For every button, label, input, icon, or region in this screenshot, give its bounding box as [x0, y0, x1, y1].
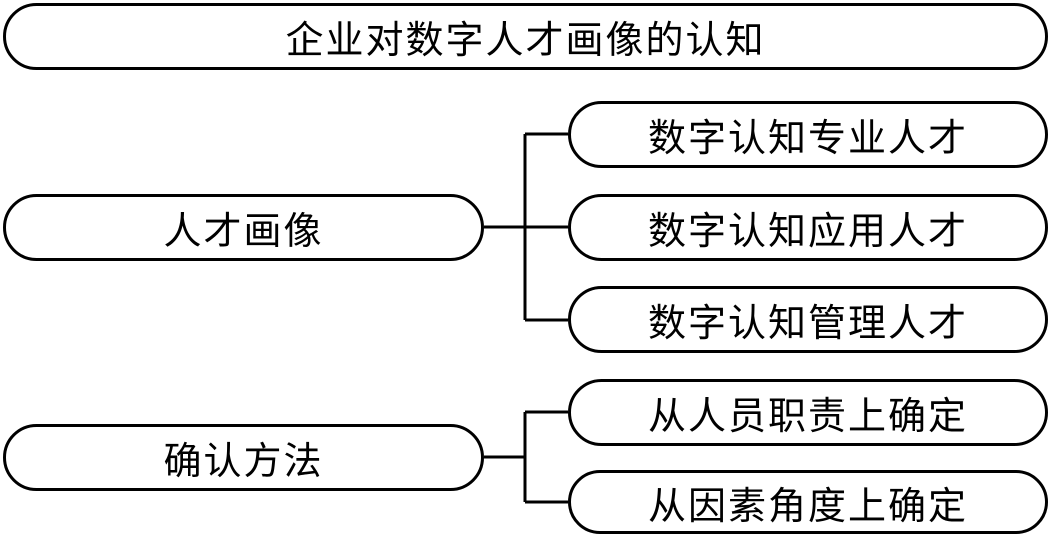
group-node-confirmation-method: 确认方法	[3, 424, 484, 491]
child-label: 数字认知管理人才	[647, 301, 968, 345]
child-label: 数字认知专业人才	[647, 116, 968, 160]
child-node-management-talent: 数字认知管理人才	[568, 286, 1048, 353]
child-node-by-job-duties: 从人员职责上确定	[568, 379, 1048, 446]
child-label: 数字认知应用人才	[647, 209, 968, 253]
group-label: 人才画像	[163, 209, 324, 253]
child-node-application-talent: 数字认知应用人才	[568, 194, 1048, 261]
title-text: 企业对数字人才画像的认知	[285, 18, 766, 62]
child-label: 从人员职责上确定	[647, 394, 968, 438]
group-node-talent-portrait: 人才画像	[3, 194, 484, 261]
child-node-by-factor-perspective: 从因素角度上确定	[568, 470, 1048, 534]
group-label: 确认方法	[163, 439, 324, 483]
child-node-professional-talent: 数字认知专业人才	[568, 101, 1048, 168]
child-label: 从因素角度上确定	[647, 483, 968, 528]
title-node: 企业对数字人才画像的认知	[3, 3, 1048, 70]
